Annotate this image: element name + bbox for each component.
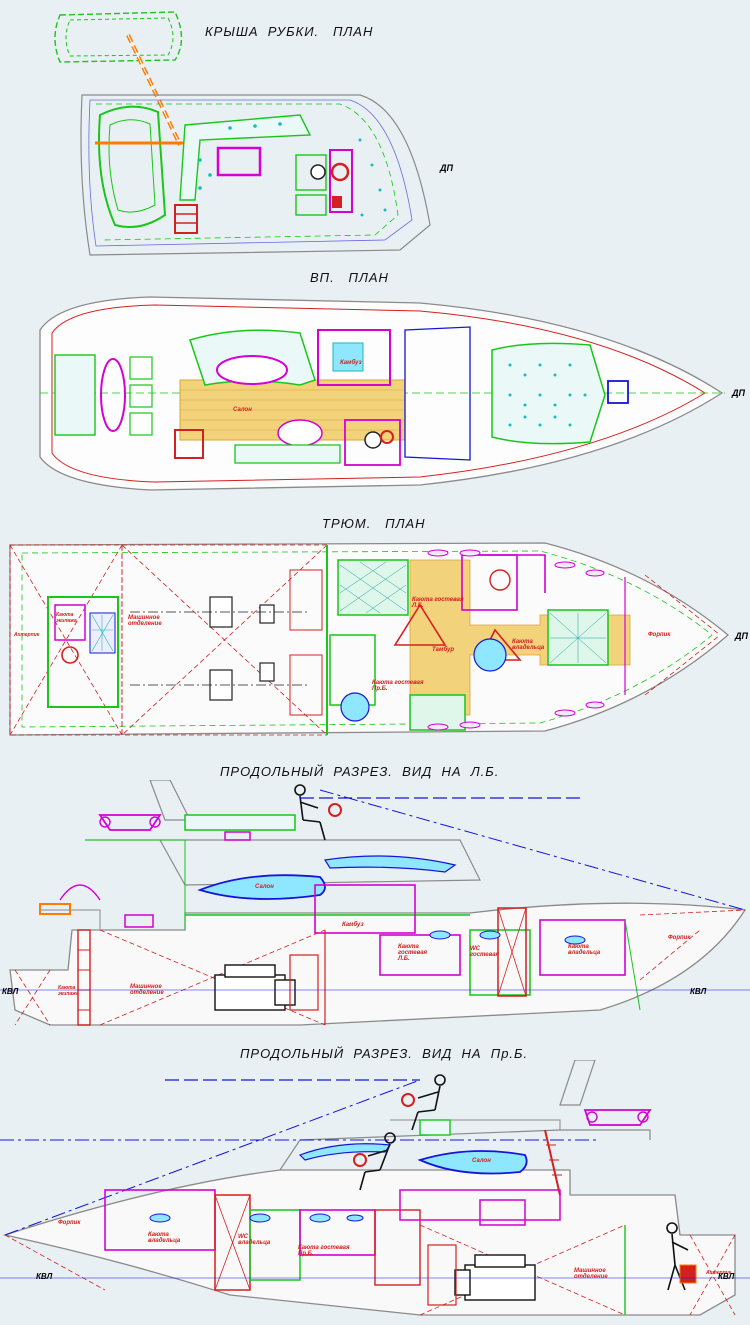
jet-ski [98,105,167,228]
label-wc-guest-section-port: WC гостевая [470,946,500,958]
label-engine-room-hold: Машинное отделение [128,615,162,627]
roof-seating [179,114,312,201]
waterline-marker-stbd-left: КВЛ [36,1272,53,1281]
label-engine-room-section-port: Машинное отделение [130,984,164,996]
centerline-marker-roof: ДП [440,163,453,173]
title-upper-deck-plan: ВП. ПЛАН [310,270,389,285]
hull-profile-starboard [2,1169,736,1316]
roof-ladder [174,204,198,234]
label-crew-hold: Каюта экипажа [56,612,77,624]
foredeck-hatch [607,380,629,404]
label-engine-room-section-stbd: Машинное отделение [574,1268,608,1280]
label-vestibule-hold: Тамбур [432,647,455,653]
engine-port-section [214,964,296,1011]
upper-helmsman-figure [411,1074,446,1131]
upper-deck-plan-drawing [39,296,725,491]
tender-boat [54,11,183,63]
label-galley-deck: Камбуз [340,360,362,366]
wc-guest-shower [473,638,507,672]
label-guest-stbd-section: Каюта гостевая Пр.Б. [298,1245,350,1257]
salon-window [197,874,326,900]
lower-helm [344,419,401,466]
waterline-marker-stbd-right: КВЛ [718,1272,735,1281]
hull-profile-port [9,902,747,1026]
label-crew-section-port: Каюта экипажа [58,985,79,997]
cabin-bed-port [337,559,409,616]
label-owner-section-port: Каюта владельца [568,944,601,956]
foredeck-sunpad [491,342,606,445]
centerline-marker-deck: ДП [732,388,745,398]
label-owner-section-stbd: Каюта владельца [148,1232,181,1244]
waterline-marker-port-right: КВЛ [690,987,707,996]
label-lazarette-section-stbd: Ахтерпик [706,1270,732,1276]
aft-sofa [54,354,96,436]
label-forepeak-hold: Форпик [648,632,671,638]
label-guest-port-hold: Каюта гостевая Л.Б. [412,597,464,609]
label-salon-section-port: Салон [255,884,274,890]
roof-outline [80,94,431,256]
waterline-marker-port-left: КВЛ [2,987,19,996]
section-starboard-drawing [0,1060,750,1316]
title-section-port: ПРОДОЛЬНЫЙ РАЗРЕЗ. ВИД НА Л.Б. [220,764,500,779]
title-section-starboard: ПРОДОЛЬНЫЙ РАЗРЕЗ. ВИД НА Пр.Б. [240,1046,529,1061]
helmsman-figure [294,784,326,841]
label-forepeak-section-stbd: Форпик [58,1220,81,1226]
engine-stbd-section [454,1254,536,1301]
aft-table [100,358,126,432]
roof-table [216,146,262,177]
helm-wheel [330,162,350,182]
centerline-marker-hold: ДП [735,631,748,641]
title-hold-plan: ТРЮМ. ПЛАН [322,516,426,531]
label-owner-hold: Каюта владельца [512,639,545,651]
label-forepeak-section-port: Форпик [668,935,691,941]
label-lazarette-hold: Ахтерпик [14,632,40,638]
label-wc-owner-section-stbd: WC владельца [238,1234,271,1246]
label-guest-stbd-hold: Каюта гостевая Пр.Б. [372,680,424,692]
hold-plan-drawing [9,542,730,736]
salon-table [216,355,288,385]
hull-outline-hold [9,542,730,736]
galley-block [317,329,391,386]
crew-cabin-hold [47,596,119,708]
label-guest-port-section: Каюта гостевая Л.Б. [398,944,428,962]
roof-plan-drawing [54,11,431,256]
corridor-teak [409,559,631,716]
salon-window-stbd [417,1150,528,1175]
galley-section [314,884,416,934]
lower-helmsman-figure [359,1132,396,1191]
label-galley-section-port: Камбуз [342,922,364,928]
label-salon-deck: Салон [233,407,252,413]
section-port-drawing [0,780,750,1026]
label-salon-section-stbd: Салон [472,1158,491,1164]
title-roof-plan: КРЫША РУБКИ. ПЛАН [205,24,374,39]
